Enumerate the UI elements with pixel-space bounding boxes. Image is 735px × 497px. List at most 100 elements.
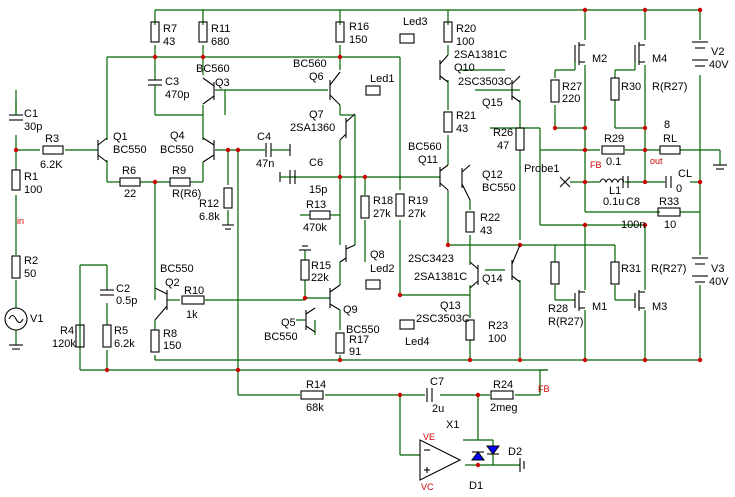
q1-label: Q1 bbox=[113, 131, 128, 143]
r15-label: R15 bbox=[311, 260, 331, 272]
led1-symbol bbox=[365, 85, 381, 96]
ground-icon bbox=[519, 458, 525, 472]
l1-symbol bbox=[599, 178, 625, 184]
r28-value: R(R27) bbox=[548, 316, 583, 328]
r12-label: R12 bbox=[199, 198, 219, 210]
r30-value: R(R27) bbox=[652, 81, 687, 93]
v3-label: V3 bbox=[711, 263, 724, 275]
r4-label: R4 bbox=[60, 325, 74, 337]
q13-value: 2SC3503C bbox=[416, 313, 470, 325]
r30-label: R30 bbox=[621, 81, 641, 93]
rl-value: 8 bbox=[664, 119, 670, 131]
q15-symbol bbox=[511, 75, 521, 103]
d1-symbol bbox=[471, 451, 485, 461]
c1-symbol bbox=[9, 90, 23, 121]
c1-label: C1 bbox=[24, 108, 38, 120]
q10-symbol bbox=[439, 54, 449, 83]
q12-value: BC550 bbox=[482, 182, 516, 194]
r18-label: R18 bbox=[373, 195, 393, 207]
c3-label: C3 bbox=[165, 76, 179, 88]
r27-symbol bbox=[550, 79, 560, 103]
q3-label: Q3 bbox=[215, 77, 230, 89]
ground-icon bbox=[713, 164, 727, 170]
r31-symbol bbox=[610, 261, 620, 285]
junctions bbox=[13, 7, 703, 468]
cl-symbol bbox=[665, 176, 672, 188]
r16-value: 150 bbox=[349, 34, 367, 46]
r4-value: 120k bbox=[52, 338, 76, 350]
m3-label: M3 bbox=[652, 301, 667, 313]
led1-label: Led1 bbox=[370, 73, 394, 85]
mosfets bbox=[555, 42, 645, 311]
r14-value: 68k bbox=[306, 402, 324, 414]
m2-label: M2 bbox=[592, 53, 607, 65]
r12-symbol bbox=[223, 187, 233, 209]
c1-value: 30p bbox=[24, 121, 42, 133]
r16-label: R16 bbox=[349, 21, 369, 33]
r22-label: R22 bbox=[480, 212, 500, 224]
r26-symbol bbox=[515, 127, 525, 151]
r17-value: 91 bbox=[349, 346, 361, 358]
q6-value: BC560 bbox=[293, 58, 327, 70]
v2-symbol bbox=[692, 41, 708, 67]
r13-symbol bbox=[309, 210, 331, 220]
r19-symbol bbox=[395, 193, 405, 217]
rl-label: RL bbox=[663, 133, 677, 145]
r13-value: 470k bbox=[303, 222, 327, 234]
r4-symbol bbox=[75, 324, 85, 348]
m4-symbol bbox=[615, 42, 645, 71]
q1-value: BC550 bbox=[113, 144, 147, 156]
led3-symbol bbox=[399, 33, 415, 44]
q5-label: Q5 bbox=[281, 317, 296, 329]
ground-icon bbox=[299, 245, 311, 251]
r10-value: 1k bbox=[186, 309, 198, 321]
c3-value: 470p bbox=[165, 89, 189, 101]
leds bbox=[365, 33, 415, 330]
q1-symbol bbox=[97, 137, 108, 163]
l1-value: 0.1u bbox=[603, 196, 624, 208]
r6-value: 22 bbox=[124, 188, 136, 200]
r23-value: 100 bbox=[488, 333, 506, 345]
r5-value: 6.2k bbox=[114, 338, 135, 350]
v1-label: V1 bbox=[30, 313, 43, 325]
m3-symbol bbox=[634, 290, 645, 311]
r27-label: R27 bbox=[562, 81, 582, 93]
m1-symbol bbox=[574, 290, 585, 311]
r9-symbol bbox=[169, 177, 191, 187]
d2-label: D2 bbox=[508, 446, 522, 458]
r11-value: 680 bbox=[211, 36, 229, 48]
led2-symbol bbox=[365, 279, 381, 290]
r2-value: 50 bbox=[24, 268, 36, 280]
q8-label: Q8 bbox=[370, 249, 385, 261]
capacitors bbox=[9, 79, 672, 402]
r26-value: 47 bbox=[497, 140, 509, 152]
ground-icon bbox=[222, 224, 234, 230]
q7-value: 2SA1360 bbox=[290, 122, 335, 134]
v3-symbol bbox=[692, 257, 708, 283]
led3-label: Led3 bbox=[403, 16, 427, 28]
q10-label: Q10 bbox=[454, 62, 475, 74]
transistors bbox=[97, 54, 521, 333]
l1-label: L1 bbox=[609, 185, 621, 197]
r13-label: R13 bbox=[306, 199, 326, 211]
r28-symbol bbox=[550, 261, 560, 285]
r31-label: R31 bbox=[621, 263, 641, 275]
q5-value: BC550 bbox=[264, 331, 298, 343]
r11-label: R11 bbox=[211, 23, 230, 35]
net-out-label: out bbox=[650, 156, 663, 166]
r24-symbol bbox=[490, 390, 514, 400]
r10-symbol bbox=[181, 295, 205, 305]
r7-value: 43 bbox=[163, 36, 175, 48]
r12-value: 6.8k bbox=[199, 211, 220, 223]
q7-symbol bbox=[339, 113, 356, 141]
r20-value: 100 bbox=[456, 36, 474, 48]
net-ve-label: VE bbox=[423, 432, 435, 442]
c4-value: 47n bbox=[256, 158, 274, 170]
v1-symbol bbox=[4, 307, 28, 331]
r5-symbol bbox=[102, 324, 112, 348]
c6-value: 15p bbox=[309, 184, 327, 196]
c8-label: C8 bbox=[626, 196, 640, 208]
c7-symbol bbox=[426, 388, 433, 402]
q8-symbol bbox=[339, 244, 356, 263]
